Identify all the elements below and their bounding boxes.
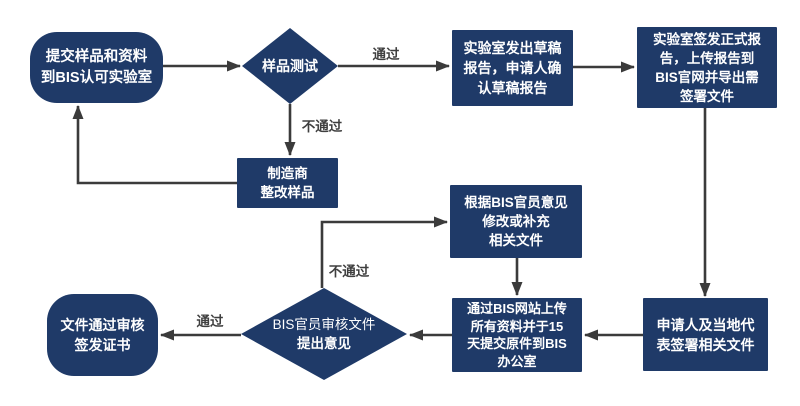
node-certificate-issued: 文件通过审核 签发证书 (47, 294, 158, 376)
node-rectify-samples: 制造商 整改样品 (237, 158, 338, 208)
node-text: 提出意见 (297, 336, 351, 351)
edge-label-review-fail: 不通过 (328, 264, 370, 279)
node-text: 文件通过审核 (60, 317, 145, 333)
node-text: 整改样品 (260, 185, 315, 200)
node-text: 通过BIS网站上传 (467, 301, 567, 316)
node-text: 提交样品和资料 (45, 48, 148, 65)
node-text: BIS官员审核文件 (272, 317, 376, 332)
node-text: 制造商 (267, 166, 308, 181)
node-text: 告，上传报告到 (659, 50, 755, 66)
node-text: 样品测试 (262, 58, 318, 74)
node-text: 天提交原件到BIS (467, 336, 567, 351)
node-text: 实验室发出草稿 (463, 40, 562, 56)
node-sign-documents: 申请人及当地代 表签署相关文件 (643, 298, 768, 371)
node-draft-report: 实验室发出草稿 报告，申请人确 认草稿报告 (452, 30, 573, 106)
node-text: BIS官网并导出需 (655, 69, 759, 85)
edge-label-test-pass: 通过 (372, 47, 400, 62)
node-text: 修改或补充 (482, 214, 550, 229)
node-submit-samples: 提交样品和资料 到BIS认可实验室 (30, 32, 163, 103)
node-revise-documents: 根据BIS官员意见 修改或补充 相关文件 (450, 185, 582, 258)
edge-review-fail-to-revise (320, 216, 448, 288)
node-text: 签署文件 (680, 88, 734, 104)
node-text: 申请人及当地代 (656, 316, 755, 333)
edge-rectify-to-submit (72, 105, 237, 185)
node-sample-test-decision: 样品测试 (242, 28, 338, 104)
node-text: 相关文件 (489, 233, 543, 248)
node-text: 报告，申请人确 (463, 60, 562, 76)
node-text: 办公室 (497, 353, 537, 369)
node-formal-report: 实验室签发正式报 告，上传报告到 BIS官网并导出需 签署文件 (637, 27, 777, 108)
node-text: 所有资料并于15 (470, 318, 564, 334)
node-text: 认草稿报告 (477, 80, 548, 96)
edge-label-test-fail: 不通过 (301, 119, 343, 134)
node-text: 表签署相关文件 (656, 336, 755, 353)
node-text: 到BIS认可实验室 (40, 69, 153, 86)
node-officer-review-decision: BIS官员审核文件 提出意见 (241, 288, 407, 380)
node-upload-documents: 通过BIS网站上传 所有资料并于15 天提交原件到BIS 办公室 (452, 298, 582, 372)
node-text: 实验室签发正式报 (653, 31, 761, 47)
node-text: 签发证书 (74, 337, 131, 353)
edge-label-review-pass: 通过 (196, 314, 224, 329)
node-text: 根据BIS官员意见 (464, 195, 568, 210)
